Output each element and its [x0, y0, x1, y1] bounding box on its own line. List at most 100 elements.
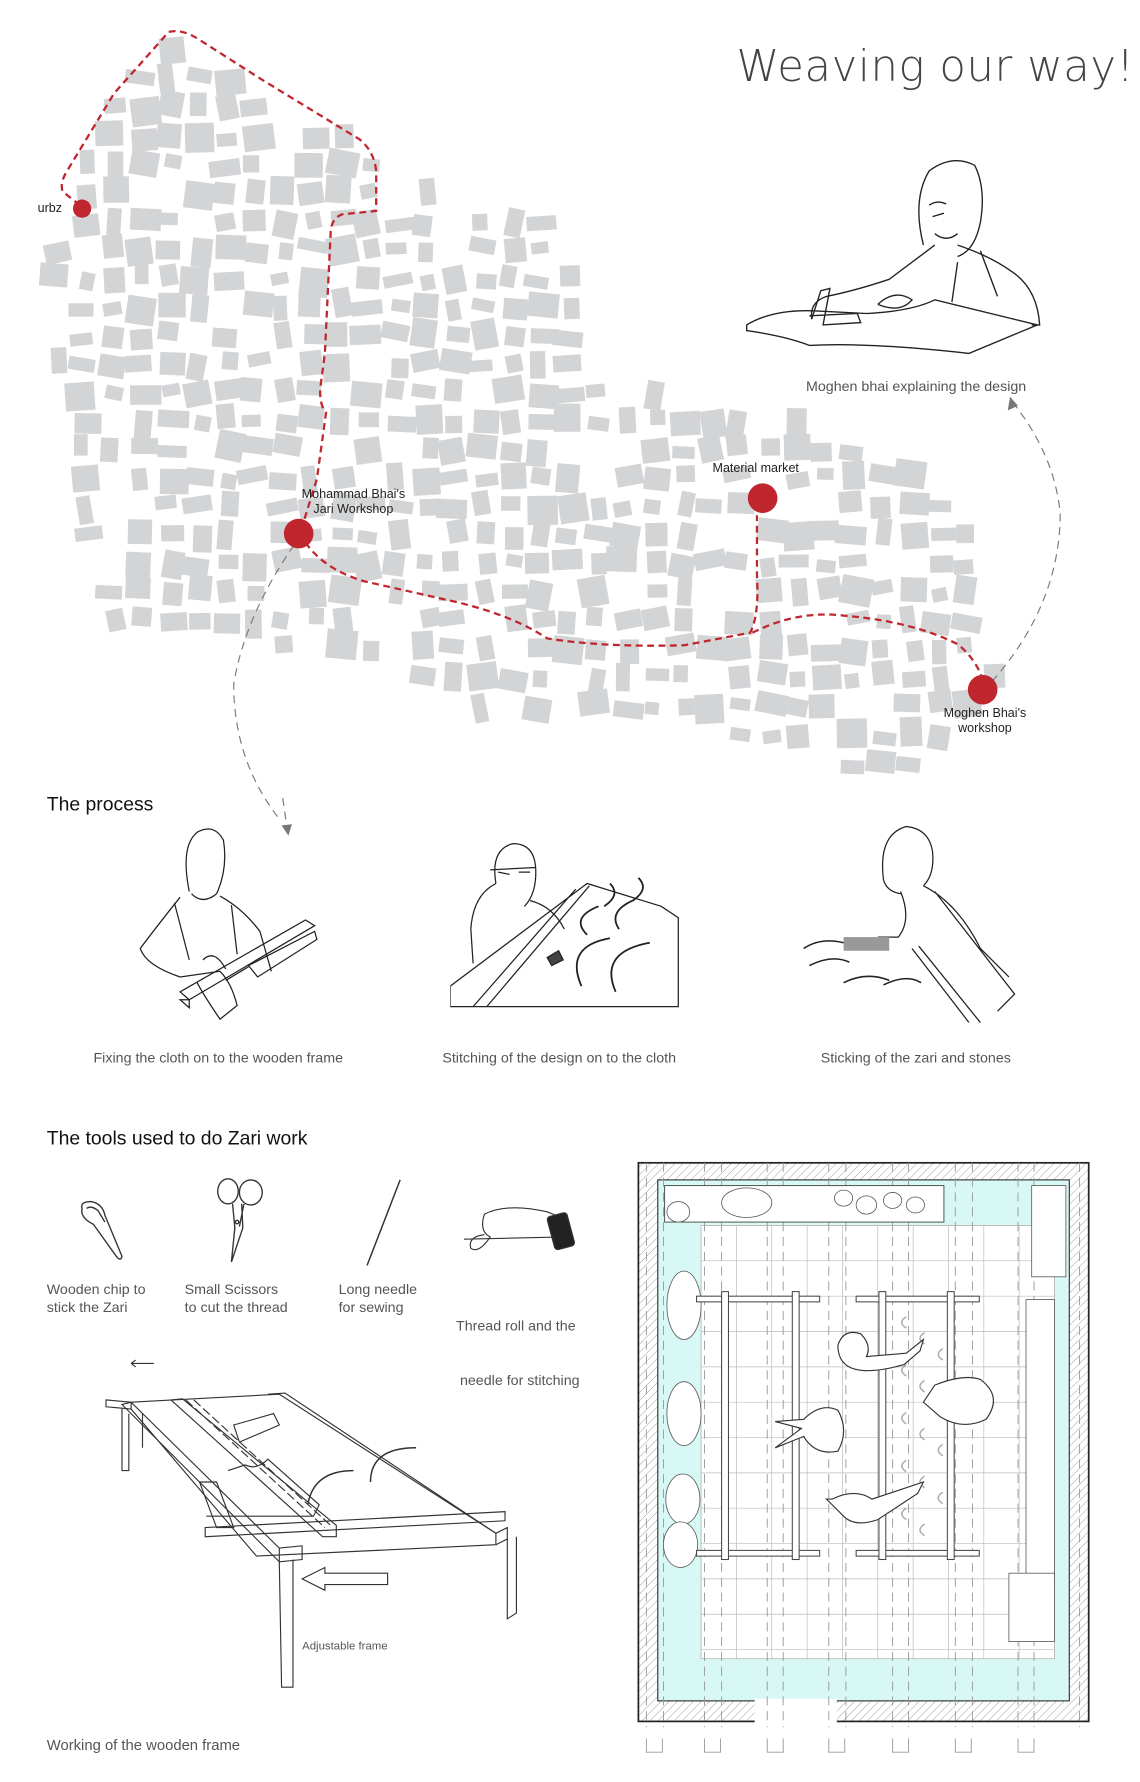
- building-block: [415, 404, 444, 435]
- building-block: [330, 491, 358, 523]
- building-block: [129, 328, 153, 351]
- building-block: [419, 273, 437, 292]
- building-block: [441, 264, 468, 295]
- building-block: [247, 585, 265, 601]
- building-block: [527, 495, 558, 526]
- building-block: [723, 551, 748, 571]
- building-block: [838, 553, 867, 569]
- building-block: [274, 376, 296, 404]
- building-block: [69, 332, 94, 347]
- building-block: [899, 491, 930, 516]
- building-block: [446, 518, 469, 544]
- building-block: [359, 182, 378, 200]
- building-block: [529, 350, 546, 379]
- thread-roll-icon: [463, 1207, 576, 1251]
- material-market-marker[interactable]: [747, 483, 778, 513]
- needle-icon: [366, 1179, 401, 1266]
- building-block: [241, 122, 276, 153]
- building-block: [362, 237, 381, 260]
- building-block: [754, 689, 790, 718]
- building-block: [304, 210, 323, 230]
- building-block: [838, 573, 875, 608]
- building-block: [615, 662, 631, 692]
- building-block: [900, 577, 928, 603]
- building-block: [212, 181, 236, 205]
- building-block: [864, 749, 897, 774]
- building-block: [296, 236, 330, 254]
- building-block: [672, 446, 695, 460]
- building-block: [898, 605, 917, 634]
- building-block: [242, 553, 267, 582]
- building-block: [530, 517, 552, 548]
- building-block: [530, 241, 550, 255]
- process-step-1-caption: Fixing the cloth on to the wooden frame: [93, 1049, 344, 1066]
- moghen-workshop-marker[interactable]: [967, 674, 998, 705]
- building-block: [384, 216, 418, 234]
- building-block: [724, 610, 754, 636]
- building-block: [106, 207, 122, 236]
- building-block: [956, 636, 973, 654]
- building-block: [308, 607, 325, 625]
- building-block: [721, 636, 752, 662]
- building-block: [438, 637, 465, 655]
- tool-3-caption-line2: for sewing: [338, 1299, 404, 1316]
- building-block: [756, 659, 789, 686]
- building-block: [563, 297, 580, 320]
- building-block: [67, 355, 96, 373]
- building-block: [591, 552, 607, 575]
- building-block: [530, 328, 560, 345]
- building-block: [551, 329, 584, 349]
- building-block: [275, 413, 299, 434]
- process-step-2-illustration: [450, 842, 679, 1008]
- building-block: [94, 120, 124, 147]
- building-block: [612, 500, 633, 519]
- tools-heading: The tools used to do Zari work: [46, 1127, 308, 1150]
- building-block: [522, 273, 550, 290]
- building-block: [640, 437, 671, 464]
- building-block: [504, 353, 524, 374]
- building-block: [811, 520, 840, 541]
- building-block: [297, 496, 326, 520]
- mohammad-workshop-marker[interactable]: [283, 518, 314, 549]
- building-block: [79, 149, 95, 175]
- building-block: [618, 406, 637, 434]
- building-block: [189, 294, 210, 323]
- building-block: [929, 555, 954, 573]
- building-block: [436, 436, 466, 466]
- tool-4-caption-line1: Thread roll and the: [456, 1317, 576, 1334]
- building-block: [759, 557, 777, 578]
- building-block: [438, 468, 469, 486]
- building-block: [214, 92, 240, 122]
- building-block: [73, 434, 88, 456]
- building-block: [759, 610, 783, 639]
- urbz-marker[interactable]: [72, 199, 92, 218]
- building-block: [297, 404, 325, 430]
- building-block: [297, 287, 322, 318]
- building-block: [466, 661, 500, 692]
- building-block: [526, 215, 557, 232]
- building-block: [576, 574, 610, 609]
- building-block: [94, 584, 123, 600]
- building-block: [157, 444, 187, 459]
- route-path: [60, 29, 378, 528]
- building-block: [70, 464, 101, 493]
- building-block: [178, 555, 210, 579]
- connector-arrow: [233, 544, 295, 821]
- building-block: [471, 213, 488, 231]
- wooden-chip-icon: [81, 1200, 123, 1260]
- building-block: [355, 266, 381, 290]
- building-block: [465, 432, 499, 460]
- lower-arrow: [281, 797, 292, 836]
- buildings: [38, 36, 1006, 775]
- building-block: [299, 349, 324, 377]
- building-block: [124, 236, 154, 267]
- building-block: [577, 688, 611, 717]
- building-block: [412, 292, 440, 319]
- building-block: [163, 153, 183, 170]
- building-block: [669, 410, 701, 437]
- building-block: [816, 467, 834, 481]
- building-block: [241, 414, 261, 428]
- building-block: [893, 693, 921, 713]
- building-block: [590, 497, 608, 521]
- building-block: [331, 465, 357, 490]
